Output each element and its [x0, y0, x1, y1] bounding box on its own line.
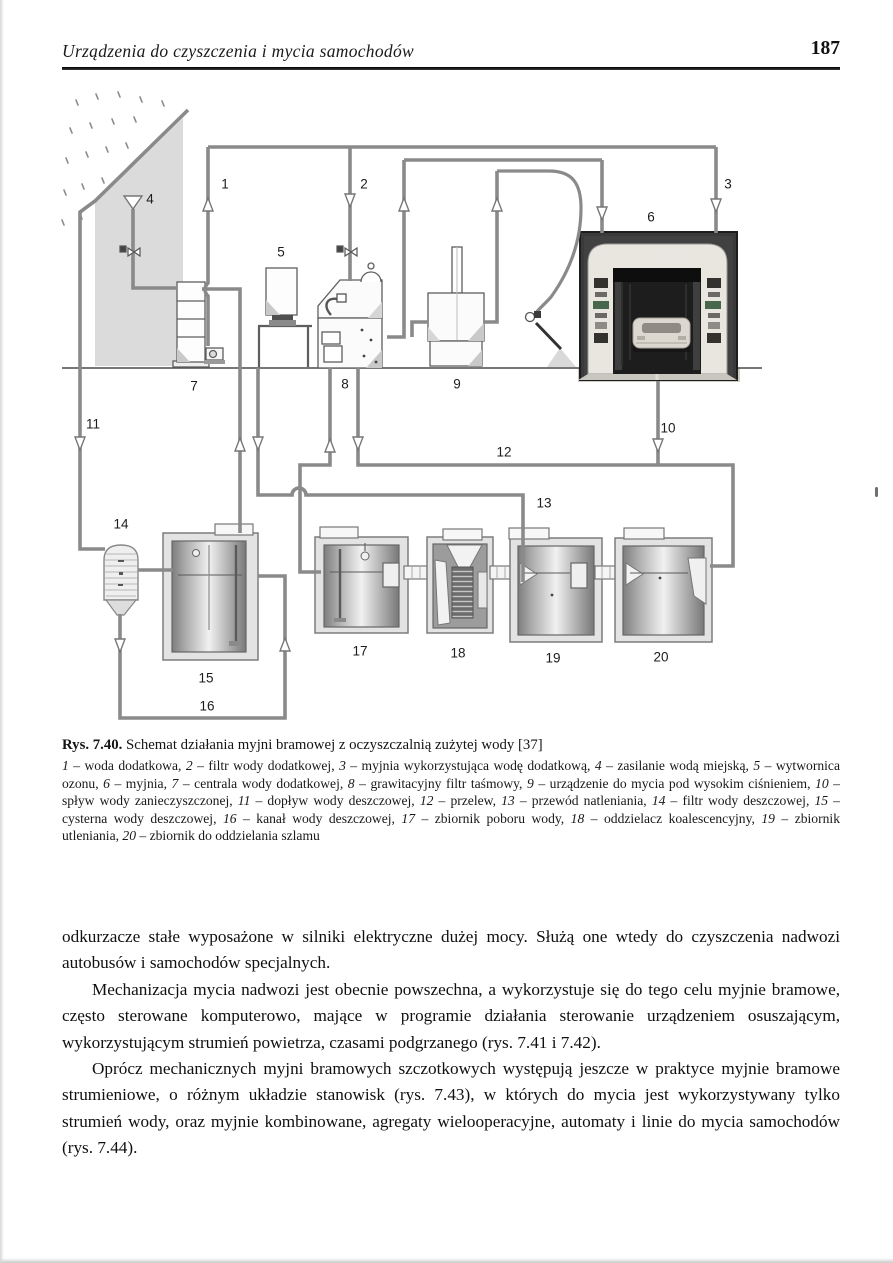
- car: [632, 317, 691, 352]
- water-intake-tank-17: [314, 526, 430, 634]
- diagram-label-3: 3: [724, 176, 732, 192]
- diagram-label-17: 17: [352, 643, 368, 659]
- figure-legend: 1 – woda dodatkowa, 2 – filtr wody dodat…: [62, 758, 840, 844]
- diagram-label-18: 18: [450, 645, 466, 661]
- rainwater-cistern-15: [162, 523, 259, 661]
- rainwater-channel-16: [118, 574, 287, 720]
- figure-caption-title: Rys. 7.40. Schemat działania myjni bramo…: [62, 737, 840, 754]
- coalescing-separator-18: [426, 528, 514, 634]
- diagram-label-19: 19: [545, 650, 561, 666]
- spray-gun: [524, 311, 576, 367]
- header-rule: [62, 67, 840, 70]
- diagram-label-11: 11: [85, 416, 101, 432]
- diagram-label-7: 7: [190, 378, 198, 394]
- hose-feed: [483, 171, 499, 324]
- diagram-label-20: 20: [653, 649, 669, 665]
- diagram-label-1: 1: [221, 176, 229, 192]
- building-wall: [61, 91, 183, 366]
- rainwater-filter-14: [103, 544, 139, 616]
- figure-number: Rys. 7.40.: [62, 737, 123, 753]
- pillar-signs: [593, 278, 721, 343]
- oxidation-tank-19: [508, 527, 620, 643]
- diagram-label-2: 2: [360, 176, 368, 192]
- city-water-funnel: [122, 195, 144, 211]
- valve-2: [336, 245, 358, 258]
- unit9-left-stub: [410, 320, 428, 337]
- rain-marks: [61, 91, 165, 226]
- high-pressure-unit-9: [427, 246, 485, 367]
- diagram-label-8: 8: [341, 376, 349, 392]
- intake-feed-line: [298, 368, 332, 574]
- diagram-label-14: 14: [113, 516, 129, 532]
- diagram-label-13: 13: [536, 495, 552, 511]
- paragraph-2: Mechanizacja mycia nadwozi jest obecnie …: [62, 979, 840, 1052]
- diagram-label-15: 15: [198, 670, 214, 686]
- figure-caption: Rys. 7.40. Schemat działania myjni bramo…: [62, 737, 840, 845]
- roof-gutter-downpipe-11: [78, 108, 190, 551]
- photo-scratch: [667, 246, 680, 260]
- paragraph-1: odkurzacze stałe wyposażone w silniki el…: [62, 927, 840, 973]
- figure-7-40: 1 2 3 4 5 6 7 8 9 10 11 12 13 14 15 16 1…: [0, 85, 893, 740]
- scan-speck: [875, 487, 878, 497]
- diagram-label-12: 12: [496, 444, 512, 460]
- pipe-from-filter8: [387, 160, 406, 339]
- scan-left-shadow: [0, 0, 4, 1263]
- diagram-label-10: 10: [660, 420, 676, 436]
- diagram-art: [61, 91, 762, 720]
- ozone-generator-5: [257, 267, 312, 367]
- figure-caption-text: Schemat działania myjni bramowej z oczys…: [126, 737, 543, 753]
- diagram-label-6: 6: [647, 209, 655, 225]
- paragraph-3: Oprócz mechanicznych myjni bramowych szc…: [62, 1059, 840, 1158]
- diagram-pipes: [78, 108, 735, 720]
- running-header-title: Urządzenia do czyszczenia i mycia samoch…: [62, 41, 414, 61]
- water-station-7: [172, 281, 225, 368]
- sludge-separation-tank-20: [614, 527, 713, 643]
- diagram-label-9: 9: [453, 376, 461, 392]
- page-number: 187: [810, 38, 840, 59]
- car-wash-photo: [578, 231, 738, 381]
- diagram-label-4: 4: [146, 191, 154, 207]
- overflow-line-12: [356, 368, 735, 568]
- funnel-line-4: [131, 209, 177, 290]
- flow-arrows: [73, 193, 723, 654]
- hand-lance-hose: [497, 169, 583, 318]
- valve-4: [119, 245, 141, 258]
- fittings: [119, 195, 576, 367]
- body-text: odkurzacze stałe wyposażone w silniki el…: [62, 924, 840, 1162]
- diagram-label-5: 5: [277, 244, 285, 260]
- scan-edge-shadow: [0, 1258, 893, 1263]
- diagram-label-16: 16: [199, 698, 215, 714]
- belt-filter-8: [317, 262, 383, 369]
